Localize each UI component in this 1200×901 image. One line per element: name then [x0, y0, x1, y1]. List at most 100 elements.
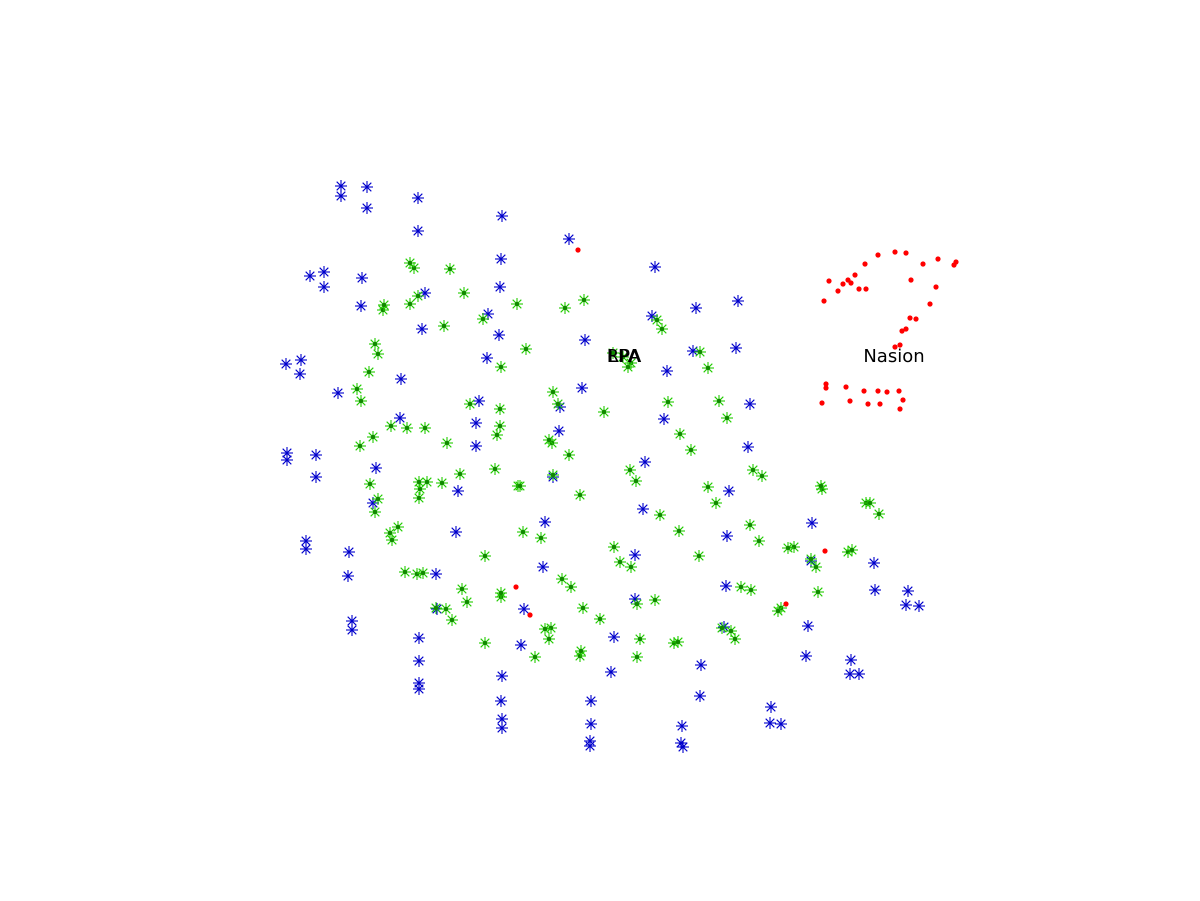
data-point-series-1: [607, 347, 619, 359]
data-point-series-2: [903, 326, 909, 332]
data-point-series-0: [416, 323, 428, 335]
data-point-series-2: [892, 249, 898, 255]
data-point-series-1: [464, 398, 476, 410]
data-point-series-2: [852, 272, 858, 278]
data-point-series-0: [355, 300, 367, 312]
data-point-series-0: [764, 717, 776, 729]
data-point-series-0: [473, 395, 485, 407]
data-point-series-2: [884, 389, 890, 395]
data-point-series-1: [654, 509, 666, 521]
data-point-series-1: [535, 532, 547, 544]
data-point-series-1: [744, 519, 756, 531]
data-point-series-1: [631, 651, 643, 663]
data-point-series-0: [584, 735, 596, 747]
data-point-series-1: [725, 625, 737, 637]
data-point-series-0: [605, 666, 617, 678]
data-point-series-0: [537, 561, 549, 573]
data-point-series-0: [310, 449, 322, 461]
data-point-series-1: [810, 561, 822, 573]
data-point-series-0: [470, 417, 482, 429]
data-point-series-1: [630, 475, 642, 487]
data-point-series-0: [300, 543, 312, 555]
data-point-series-1: [747, 464, 759, 476]
data-point-series-0: [661, 365, 673, 377]
data-point-series-1: [672, 636, 684, 648]
data-point-series-1: [494, 403, 506, 415]
data-point-series-0: [775, 718, 787, 730]
data-point-series-2: [908, 277, 914, 283]
data-point-series-1: [369, 338, 381, 350]
data-point-series-1: [543, 434, 555, 446]
data-point-series-1: [651, 314, 663, 326]
data-point-series-0: [342, 570, 354, 582]
data-point-series-1: [552, 398, 564, 410]
data-point-series-0: [413, 632, 425, 644]
data-point-series-1: [547, 469, 559, 481]
data-point-series-1: [514, 480, 526, 492]
data-point-series-1: [441, 437, 453, 449]
data-point-series-0: [579, 334, 591, 346]
data-marks: [280, 180, 959, 753]
data-point-series-1: [864, 497, 876, 509]
data-point-series-2: [826, 278, 832, 284]
data-point-series-0: [496, 713, 508, 725]
data-point-series-0: [413, 677, 425, 689]
data-point-series-1: [364, 478, 376, 490]
data-point-series-0: [608, 631, 620, 643]
data-point-series-0: [496, 670, 508, 682]
data-point-series-0: [332, 387, 344, 399]
data-point-series-0: [518, 603, 530, 615]
data-point-series-1: [438, 320, 450, 332]
data-point-series-0: [554, 401, 566, 413]
data-point-series-2: [897, 406, 903, 412]
data-point-series-1: [495, 587, 507, 599]
data-point-series-0: [470, 440, 482, 452]
data-point-series-1: [408, 262, 420, 274]
data-point-series-1: [656, 323, 668, 335]
data-point-series-1: [631, 598, 643, 610]
data-point-series-1: [417, 567, 429, 579]
data-point-series-2: [856, 286, 862, 292]
data-point-series-1: [702, 481, 714, 493]
data-point-series-2: [575, 247, 581, 253]
data-point-series-1: [419, 422, 431, 434]
data-point-series-1: [846, 544, 858, 556]
data-point-series-0: [868, 557, 880, 569]
data-point-series-1: [772, 605, 784, 617]
data-point-series-0: [310, 471, 322, 483]
data-point-series-1: [756, 470, 768, 482]
data-point-series-0: [806, 517, 818, 529]
data-point-series-0: [343, 546, 355, 558]
data-point-series-0: [494, 281, 506, 293]
data-point-series-1: [614, 556, 626, 568]
data-point-series-1: [805, 553, 817, 565]
data-point-series-0: [629, 593, 641, 605]
data-point-series-0: [676, 720, 688, 732]
data-point-series-0: [356, 272, 368, 284]
data-point-series-0: [295, 354, 307, 366]
data-point-series-2: [865, 401, 871, 407]
data-point-series-0: [585, 718, 597, 730]
data-point-series-1: [520, 343, 532, 355]
data-point-series-1: [372, 493, 384, 505]
data-point-series-1: [440, 603, 452, 615]
data-point-series-2: [513, 584, 519, 590]
data-point-series-0: [845, 654, 857, 666]
data-point-series-0: [335, 190, 347, 202]
data-point-series-0: [853, 668, 865, 680]
data-point-series-0: [395, 373, 407, 385]
data-point-series-0: [481, 352, 493, 364]
data-point-series-0: [690, 302, 702, 314]
data-point-series-1: [392, 521, 404, 533]
data-point-series-0: [281, 447, 293, 459]
data-point-series-1: [565, 581, 577, 593]
data-point-series-0: [280, 358, 292, 370]
data-point-series-2: [920, 261, 926, 267]
data-point-series-1: [563, 449, 575, 461]
data-point-series-1: [355, 395, 367, 407]
data-point-series-1: [413, 476, 425, 488]
data-point-series-1: [367, 431, 379, 443]
data-point-series-0: [902, 585, 914, 597]
data-point-series-0: [675, 737, 687, 749]
